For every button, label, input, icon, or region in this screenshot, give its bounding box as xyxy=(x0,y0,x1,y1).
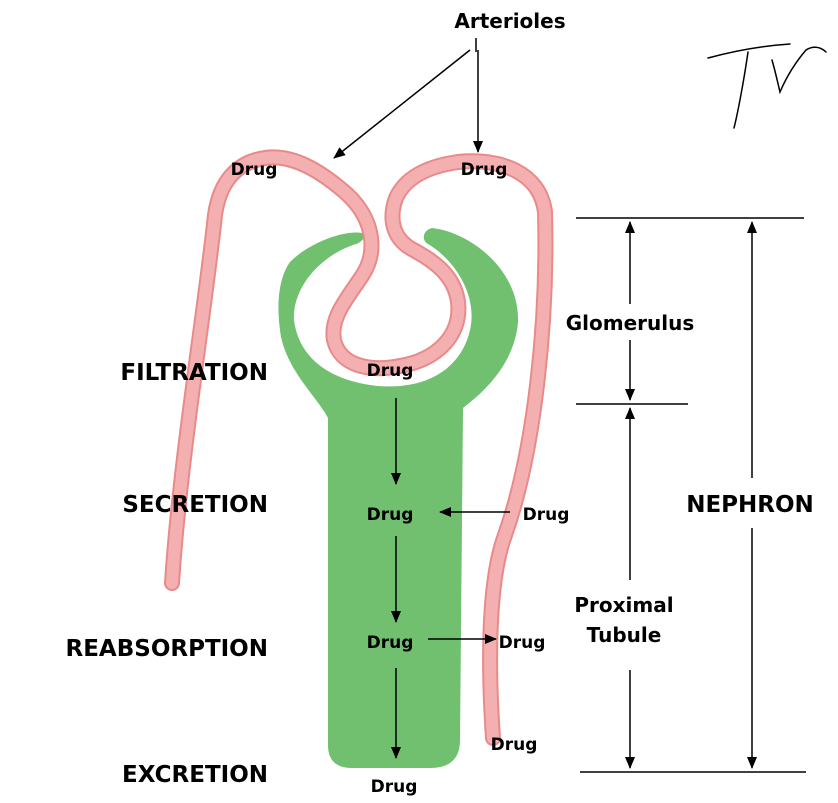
glomerulus-label: Glomerulus xyxy=(566,311,695,335)
step-excretion: EXCRETION xyxy=(122,762,268,788)
drug-secreted-source: Drug xyxy=(523,505,570,525)
nephron-label: NEPHRON xyxy=(686,492,814,518)
tubule-shape xyxy=(278,228,518,768)
drug-secreted: Drug xyxy=(367,505,414,525)
proximal-label-line1: Proximal xyxy=(574,593,673,617)
drug-afferent: Drug xyxy=(231,160,278,180)
proximal-label-line2: Tubule xyxy=(587,623,662,647)
step-reabsorption: REABSORPTION xyxy=(66,636,269,662)
drug-reabsorbed-in: Drug xyxy=(367,633,414,653)
step-filtration: FILTRATION xyxy=(120,360,268,386)
drug-efferent: Drug xyxy=(461,160,508,180)
arterioles-label: Arterioles xyxy=(454,9,565,33)
drug-excreted: Drug xyxy=(371,777,418,797)
step-secretion: SECRETION xyxy=(122,492,268,518)
drug-vessel-end: Drug xyxy=(491,735,538,755)
arterioles-pointer-left xyxy=(334,50,470,158)
handwritten-signature xyxy=(708,44,826,128)
drug-filtered: Drug xyxy=(367,361,414,381)
drug-reabsorbed-out: Drug xyxy=(499,633,546,653)
